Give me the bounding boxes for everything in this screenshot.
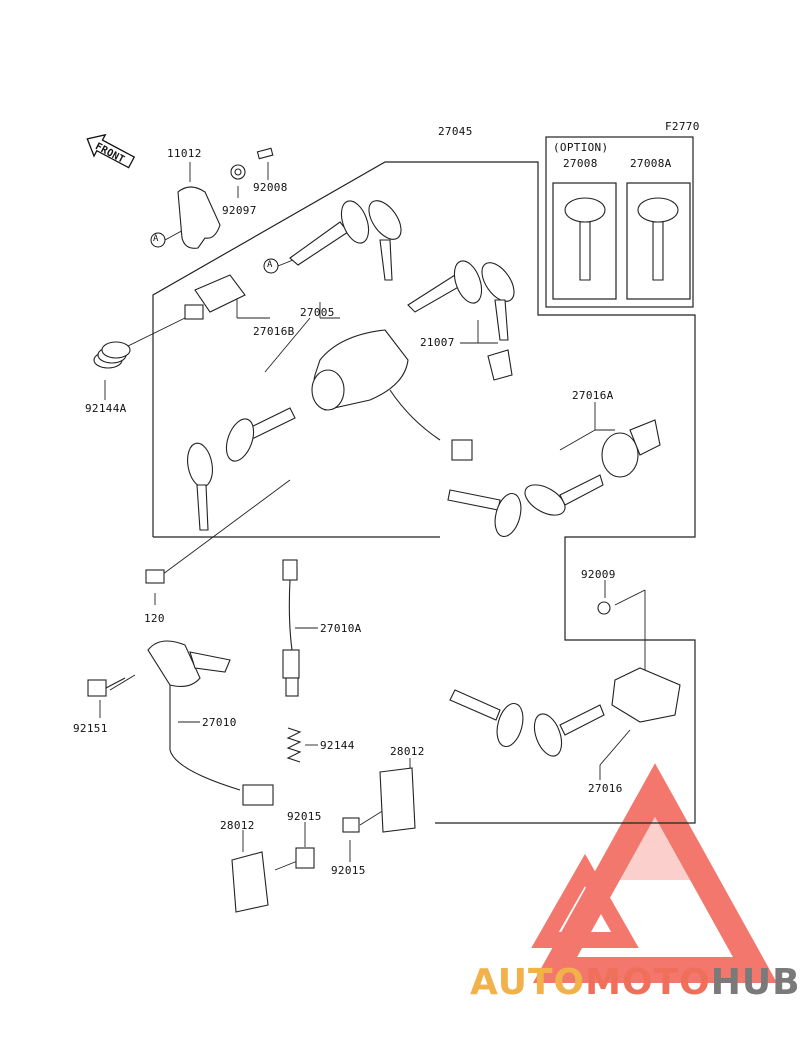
- front-arrow: [86, 133, 136, 169]
- label-27008: 27008: [563, 157, 598, 170]
- parts-shapes: [87, 147, 681, 913]
- label-27045: 27045: [438, 125, 473, 138]
- label-11012: 11012: [167, 147, 202, 160]
- label-92151: 92151: [73, 722, 108, 735]
- watermark-logo: [531, 763, 778, 983]
- figure-code: F2770: [665, 120, 700, 133]
- option-label: (OPTION): [553, 141, 609, 154]
- label-27016A: 27016A: [572, 389, 614, 402]
- assembly-frame: [152, 136, 696, 824]
- label-27016: 27016: [588, 782, 623, 795]
- watermark-text: AUTOMOTOHUB: [470, 962, 800, 1003]
- callout-a-1: A: [153, 234, 159, 244]
- label-92097: 92097: [222, 204, 257, 217]
- label-28012-bottom: 28012: [220, 819, 255, 832]
- label-92144A: 92144A: [85, 402, 127, 415]
- watermark-moto: MOTO: [585, 962, 711, 1003]
- bracket-11012: [177, 186, 221, 249]
- label-27005: 27005: [300, 306, 335, 319]
- label-27010A: 27010A: [320, 622, 362, 635]
- label-92015-top: 92015: [287, 810, 322, 823]
- watermark-hub: HUB: [710, 962, 800, 1003]
- callout-circles: [150, 232, 279, 274]
- label-27016B: 27016B: [253, 325, 295, 338]
- watermark-auto: AUTO: [470, 962, 586, 1003]
- label-120: 120: [144, 612, 165, 625]
- callout-a-2: A: [267, 260, 273, 270]
- label-27010: 27010: [202, 716, 237, 729]
- label-92008: 92008: [253, 181, 288, 194]
- label-92144: 92144: [320, 739, 355, 752]
- label-21007: 21007: [420, 336, 455, 349]
- label-92015-bottom: 92015: [331, 864, 366, 877]
- label-27008A: 27008A: [630, 157, 672, 170]
- leader-lines: [99, 162, 646, 871]
- label-92009: 92009: [581, 568, 616, 581]
- label-28012-top: 28012: [390, 745, 425, 758]
